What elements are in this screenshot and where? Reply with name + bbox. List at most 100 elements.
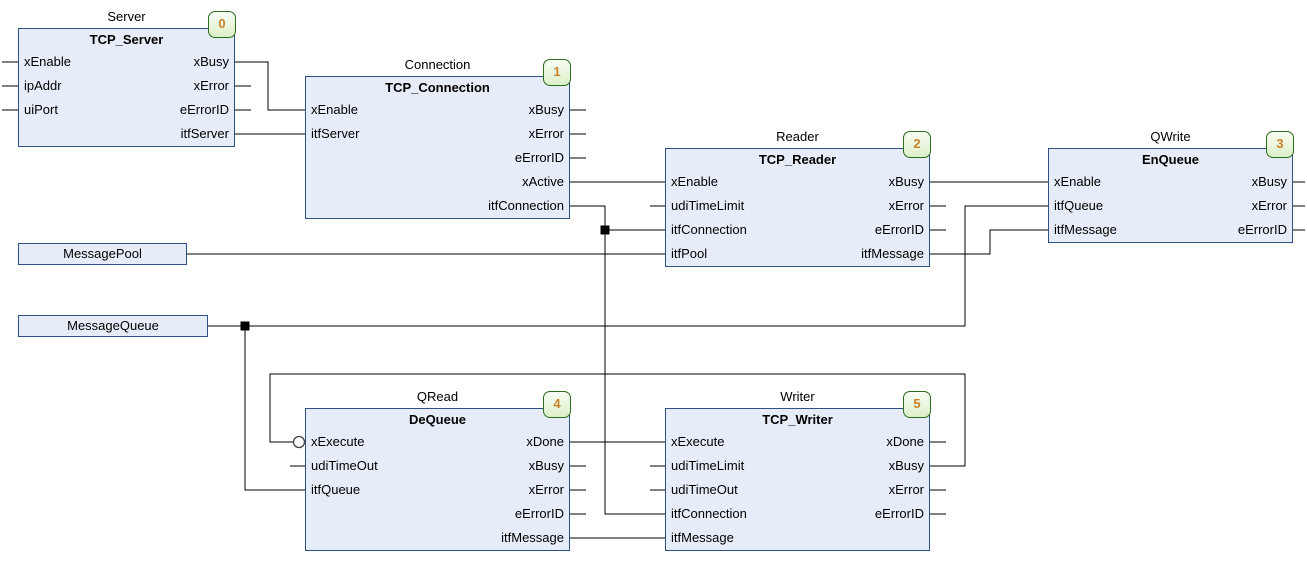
function-block-tcp-reader[interactable]: Reader 2 TCP_Reader xEnable xBusy udiTim… xyxy=(665,129,931,267)
input-pin[interactable]: itfPool xyxy=(671,246,708,261)
pin-row: ipAddr xError xyxy=(19,74,234,98)
pin-row: xExecute xDone xyxy=(666,430,929,454)
output-pin[interactable]: itfMessage xyxy=(501,530,564,545)
pin-row: itfServer xyxy=(19,122,234,146)
input-pin[interactable]: ipAddr xyxy=(24,78,62,93)
output-pin[interactable]: itfServer xyxy=(180,126,229,141)
input-pin[interactable]: xEnable xyxy=(671,174,718,189)
execution-order-badge: 3 xyxy=(1266,131,1294,158)
input-pin[interactable]: xEnable xyxy=(24,54,71,69)
output-pin[interactable]: eErrorID xyxy=(179,102,229,117)
output-pin[interactable]: xBusy xyxy=(888,458,924,473)
function-block-dequeue[interactable]: QRead 4 DeQueue xExecute xDone udiTimeOu… xyxy=(305,389,571,551)
input-pin[interactable]: udiTimeOut xyxy=(671,482,738,497)
output-pin[interactable]: eErrorID xyxy=(514,150,564,165)
pin-row: itfMessage eErrorID xyxy=(1049,218,1292,242)
pin-row: xEnable xBusy xyxy=(666,170,929,194)
variable-box-messagequeue[interactable]: MessageQueue xyxy=(18,315,208,337)
pin-row: uiPort eErrorID xyxy=(19,98,234,122)
instance-name-label[interactable]: Reader xyxy=(776,129,819,144)
pin-row: itfMessage xyxy=(666,526,929,550)
function-block-enqueue[interactable]: QWrite 3 EnQueue xEnable xBusy itfQueue … xyxy=(1048,129,1294,243)
input-pin[interactable]: udiTimeLimit xyxy=(671,458,745,473)
variable-box-messagepool[interactable]: MessagePool xyxy=(18,243,187,265)
function-block-tcp-connection[interactable]: Connection 1 TCP_Connection xEnable xBus… xyxy=(305,57,571,219)
input-pin[interactable]: itfQueue xyxy=(1054,198,1104,213)
pin-row: eErrorID xyxy=(306,502,569,526)
pin-row: itfMessage xyxy=(306,526,569,550)
instance-name-label[interactable]: Server xyxy=(107,9,146,24)
negation-circle-icon xyxy=(292,435,306,449)
instance-name-label[interactable]: Writer xyxy=(780,389,815,404)
block-type-title: TCP_Connection xyxy=(385,80,490,95)
block-type-title: EnQueue xyxy=(1141,152,1200,167)
wire-messagequeue-to-enqueue-itfqueue[interactable] xyxy=(208,205,1048,327)
output-pin[interactable]: eErrorID xyxy=(514,506,564,521)
output-pin[interactable]: itfConnection xyxy=(488,198,564,213)
output-pin[interactable]: eErrorID xyxy=(874,222,924,237)
pin-row: itfQueue xError xyxy=(1049,194,1292,218)
pin-row: itfQueue xError xyxy=(306,478,569,502)
pin-row: xEnable xBusy xyxy=(306,98,569,122)
block-type-title: TCP_Writer xyxy=(762,412,833,427)
output-pin[interactable]: xBusy xyxy=(528,102,564,117)
input-pin[interactable]: itfConnection xyxy=(671,506,747,521)
pin-row: itfConnection eErrorID xyxy=(666,502,929,526)
pin-row: itfConnection xyxy=(306,194,569,218)
output-pin[interactable]: xBusy xyxy=(193,54,229,69)
input-pin[interactable]: xEnable xyxy=(311,102,358,117)
pin-row: xEnable xBusy xyxy=(19,50,234,74)
output-pin[interactable]: xError xyxy=(528,482,564,497)
output-pin[interactable]: itfMessage xyxy=(861,246,924,261)
output-pin[interactable]: eErrorID xyxy=(1237,222,1287,237)
output-pin[interactable]: xDone xyxy=(526,434,564,449)
pin-row: udiTimeLimit xError xyxy=(666,194,929,218)
junction-dot xyxy=(240,321,250,331)
input-pin[interactable]: uiPort xyxy=(24,102,58,117)
input-pin[interactable]: itfQueue xyxy=(311,482,361,497)
junction-dot xyxy=(600,225,610,235)
input-pin[interactable]: udiTimeOut xyxy=(311,458,378,473)
pin-row: udiTimeOut xError xyxy=(666,478,929,502)
input-pin[interactable]: itfMessage xyxy=(1054,222,1117,237)
output-pin[interactable]: xBusy xyxy=(1251,174,1287,189)
input-pin[interactable]: itfMessage xyxy=(671,530,734,545)
input-pin[interactable]: xExecute xyxy=(311,434,365,449)
execution-order-badge: 0 xyxy=(208,11,236,38)
block-type-title: DeQueue xyxy=(408,412,467,427)
pin-row: eErrorID xyxy=(306,146,569,170)
pin-row: udiTimeLimit xBusy xyxy=(666,454,929,478)
output-pin[interactable]: xError xyxy=(193,78,229,93)
output-pin[interactable]: eErrorID xyxy=(874,506,924,521)
instance-name-label[interactable]: QWrite xyxy=(1150,129,1191,144)
input-pin[interactable]: itfServer xyxy=(311,126,360,141)
output-pin[interactable]: xBusy xyxy=(528,458,564,473)
block-type-title: TCP_Reader xyxy=(758,152,837,167)
input-pin[interactable]: udiTimeLimit xyxy=(671,198,745,213)
wire-writer-xbusy-to-dequeue-xexecute[interactable] xyxy=(269,373,966,467)
output-pin[interactable]: xError xyxy=(888,482,924,497)
wire-server-xbusy-to-connection-xenable[interactable] xyxy=(235,61,305,111)
execution-order-badge: 4 xyxy=(543,391,571,418)
execution-order-badge: 2 xyxy=(903,131,931,158)
input-pin[interactable]: itfConnection xyxy=(671,222,747,237)
output-pin[interactable]: xBusy xyxy=(888,174,924,189)
wire-connection-itfconnection-to-writer[interactable] xyxy=(570,205,665,515)
function-block-tcp-writer[interactable]: Writer 5 TCP_Writer xExecute xDone udiTi… xyxy=(665,389,931,551)
wire-reader-itfmessage-to-enqueue-itfmessage[interactable] xyxy=(930,229,1048,255)
pin-row: udiTimeOut xBusy xyxy=(306,454,569,478)
output-pin[interactable]: xError xyxy=(1251,198,1287,213)
output-pin[interactable]: xActive xyxy=(522,174,564,189)
input-pin[interactable]: xEnable xyxy=(1054,174,1101,189)
pin-row: xActive xyxy=(306,170,569,194)
wire-messagequeue-branch-to-dequeue-itfqueue[interactable] xyxy=(244,326,305,491)
instance-name-label[interactable]: Connection xyxy=(404,57,471,72)
output-pin[interactable]: xError xyxy=(888,198,924,213)
pin-row: xEnable xBusy xyxy=(1049,170,1292,194)
output-pin[interactable]: xDone xyxy=(886,434,924,449)
function-block-tcp-server[interactable]: Server 0 TCP_Server xEnable xBusy ipAddr… xyxy=(18,9,236,147)
output-pin[interactable]: xError xyxy=(528,126,564,141)
instance-name-label[interactable]: QRead xyxy=(416,389,459,404)
input-pin[interactable]: xExecute xyxy=(671,434,725,449)
